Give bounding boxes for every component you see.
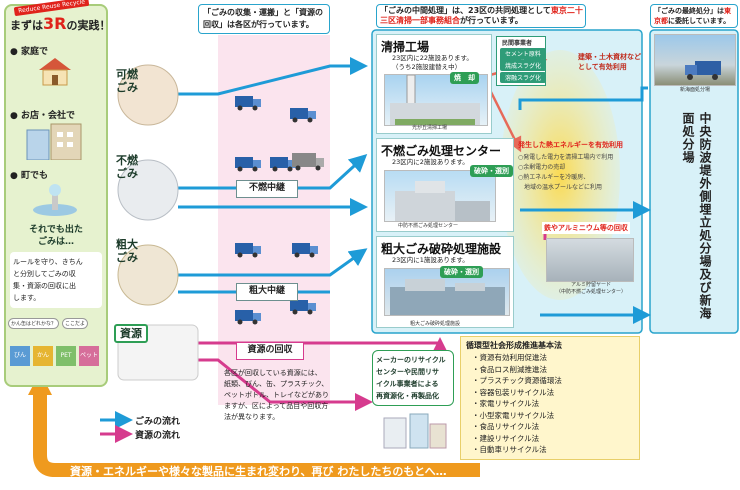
category-resource: 資源: [114, 324, 148, 343]
final-panel: [649, 29, 739, 334]
caption-bulky: 粗大ごみ破砕処理施設: [410, 321, 461, 327]
footer-text: 資源・エネルギーや様々な製品に生まれ変わり、再び わたしたちのもとへ…: [70, 465, 447, 478]
recycled-products-icon: [380, 410, 450, 450]
law-item: ・小型家電リサイクル法: [472, 410, 555, 420]
flow-burnable: [178, 57, 368, 96]
intermediate-header-org: 東京二十三区清掃一部事務組合: [380, 6, 583, 25]
caption-incinerator: 光が丘清掃工場: [412, 125, 448, 131]
final-header-pre: 「ごみの最終処分」は: [654, 7, 724, 15]
law-item: ・容器包装リサイクル法: [472, 387, 555, 397]
energy-item-1: ○発電した電力を清掃工場内で利用: [518, 154, 614, 161]
relay-nonburnable: 不燃中継: [236, 180, 298, 198]
category-nonburnable: 不燃 ごみ: [116, 154, 138, 180]
legend-waste: ごみの流れ: [135, 417, 181, 427]
plant-incinerator-desc: 23区内に22施設あります。 （うち2施設建替え中）: [392, 54, 473, 71]
fountain-icon: [30, 182, 80, 217]
place-shop: ● お店・会社で: [10, 111, 76, 121]
tag-crush-sort-2: 破砕・選別: [440, 266, 483, 278]
flow-resource-2: [192, 358, 373, 411]
op-melt-slag: 溶融スラグ化: [500, 72, 546, 83]
place-town-label: 町でも: [21, 171, 49, 181]
final-header: [650, 4, 738, 28]
op-fired-slag: 焼成スラグ化: [500, 60, 546, 71]
landfill-caption: 新海面処分場: [680, 87, 711, 93]
intermediate-header-post: が行っています。: [460, 16, 523, 25]
aluminium-yard-photo: [546, 238, 634, 282]
place-home: ● 家庭で: [10, 47, 49, 57]
sidebar-closing: それでも出た ごみは…: [29, 225, 83, 247]
final-vertical-label: 中央防波堤外側埋立処分場及び新海面処分場: [681, 112, 712, 320]
intermediate-header: [376, 4, 586, 28]
aluminium-yard-caption: アルミ貯留ヤード （中防不燃ごみ処理センター）: [556, 282, 627, 295]
plant-nonburnable-desc: 23区内に2施設あります。: [392, 158, 469, 166]
truck-icons: [235, 96, 324, 325]
rule-card: [10, 252, 102, 308]
sidebar-title: まずは3Rの実践！: [10, 14, 110, 33]
heat-glow: [500, 50, 620, 300]
law-item: ・自動車リサイクル法: [472, 445, 547, 454]
final-header-org: 東京都: [654, 7, 731, 25]
bin-bottle: びん: [10, 346, 30, 366]
rule-text: ルールを守り、きちん と分別してごみの収 集・資源の回収に出 します。: [13, 258, 83, 302]
title-pre: まずは: [10, 19, 43, 32]
bin-pet2: ペット: [79, 346, 99, 366]
loop-arrow: [33, 383, 480, 477]
law-item: ・プラスチック資源循環法: [472, 376, 562, 385]
recycle-center-text: メーカーのリサイクル センターや民間リサ イクル事業者による 再資源化・再製品化: [376, 356, 446, 400]
landfill-photo: [654, 34, 736, 86]
flow-bulky-1: [178, 248, 368, 277]
collection-header-text: 「ごみの収集・運搬」と「資源の 回収」は各区が行っています。: [203, 8, 323, 29]
nonburnable-photo: [384, 170, 496, 222]
energy-title: 発生した熱エネルギーを有効利用: [518, 141, 623, 149]
bin-can: かん: [33, 346, 53, 366]
building-icon: [25, 120, 85, 161]
plant-bulky-name: 粗大ごみ破砕処理施設: [381, 242, 502, 256]
house-icon: [35, 56, 75, 86]
resource-recovery-label: 資源の回収: [236, 342, 304, 360]
final-header-text: 「ごみの最終処分」は東京都に委託しています。: [654, 6, 736, 26]
relay-bulky: 粗大中継: [236, 283, 298, 301]
law-item: ・建設リサイクル法: [472, 433, 540, 443]
category-burnable: 可燃 ごみ: [116, 68, 138, 94]
flow-ash-top: [518, 86, 648, 110]
title-post: の実践！: [66, 19, 111, 32]
laws-list: ・資源有効利用促進法 ・食品ロス削減推進法 ・プラスチック資源循環法 ・容器包装…: [472, 352, 562, 456]
iron-recovery-title: 鉄やアルミニウム等の回収: [542, 222, 630, 234]
bin-pet: PET: [56, 346, 76, 366]
title-3r: 3R: [43, 14, 67, 33]
energy-item-4: 地域の温水プールなどに利用: [518, 184, 603, 191]
place-home-label: 家庭で: [21, 47, 49, 57]
laws-box: [460, 336, 640, 460]
resource-description: 各区が回収している資源には、 紙類、びん、缶、プラスチック、 ペットボトル、トレ…: [224, 369, 329, 421]
final-header-post: に委託しています。: [668, 17, 731, 25]
plant-incinerator-name: 清掃工場: [381, 40, 430, 54]
plant-bulky-desc: 23区内に1施設あります。: [392, 256, 469, 264]
tag-incinerate: 焼 却: [450, 72, 479, 84]
recycle-center-bubble: [372, 350, 454, 406]
energy-item-3: ○熱エネルギーを冷暖房、: [518, 174, 590, 181]
laws-title: 循環型社会形成推進基本法: [466, 341, 562, 350]
tag-crush-sort-1: 破砕・選別: [470, 165, 513, 177]
law-item: ・家電リサイクル法: [472, 399, 540, 408]
law-item: ・食品リサイクル法: [472, 422, 540, 431]
law-item: ・食品ロス削減推進法: [472, 364, 547, 374]
law-item: ・資源有効利用促進法: [472, 353, 547, 362]
bin-row: びん かん PET ペット: [8, 340, 104, 370]
category-illustrations: [117, 64, 199, 381]
place-town: ● 町でも: [10, 171, 49, 181]
intermediate-header-pre: 「ごみの中間処理」は、23区の共同処理として: [380, 6, 551, 15]
intermediate-header-text: 「ごみの中間処理」は、23区の共同処理として東京二十三区清掃一部事務組合が行って…: [380, 6, 584, 26]
bubble-2: ここだよ: [62, 318, 89, 329]
place-shop-label: お店・会社で: [21, 111, 76, 121]
plant-nonburnable-name: 不燃ごみ処理センター: [381, 144, 502, 158]
caption-nonburnable: 中防不燃ごみ処理センター: [398, 223, 459, 229]
flow-resource-3: [370, 337, 449, 355]
collection-header: [198, 4, 330, 34]
private-ops-result: 建築・土木資材など として有効利用: [578, 53, 641, 71]
energy-item-2: ○余剰電力の売却: [518, 164, 566, 171]
category-bulky: 粗大 ごみ: [116, 238, 138, 264]
legend-resource: 資源の流れ: [135, 431, 181, 441]
bubble-1: かん缶はどれかな？: [8, 318, 60, 329]
private-operators-title: 民間事業者: [502, 40, 533, 47]
